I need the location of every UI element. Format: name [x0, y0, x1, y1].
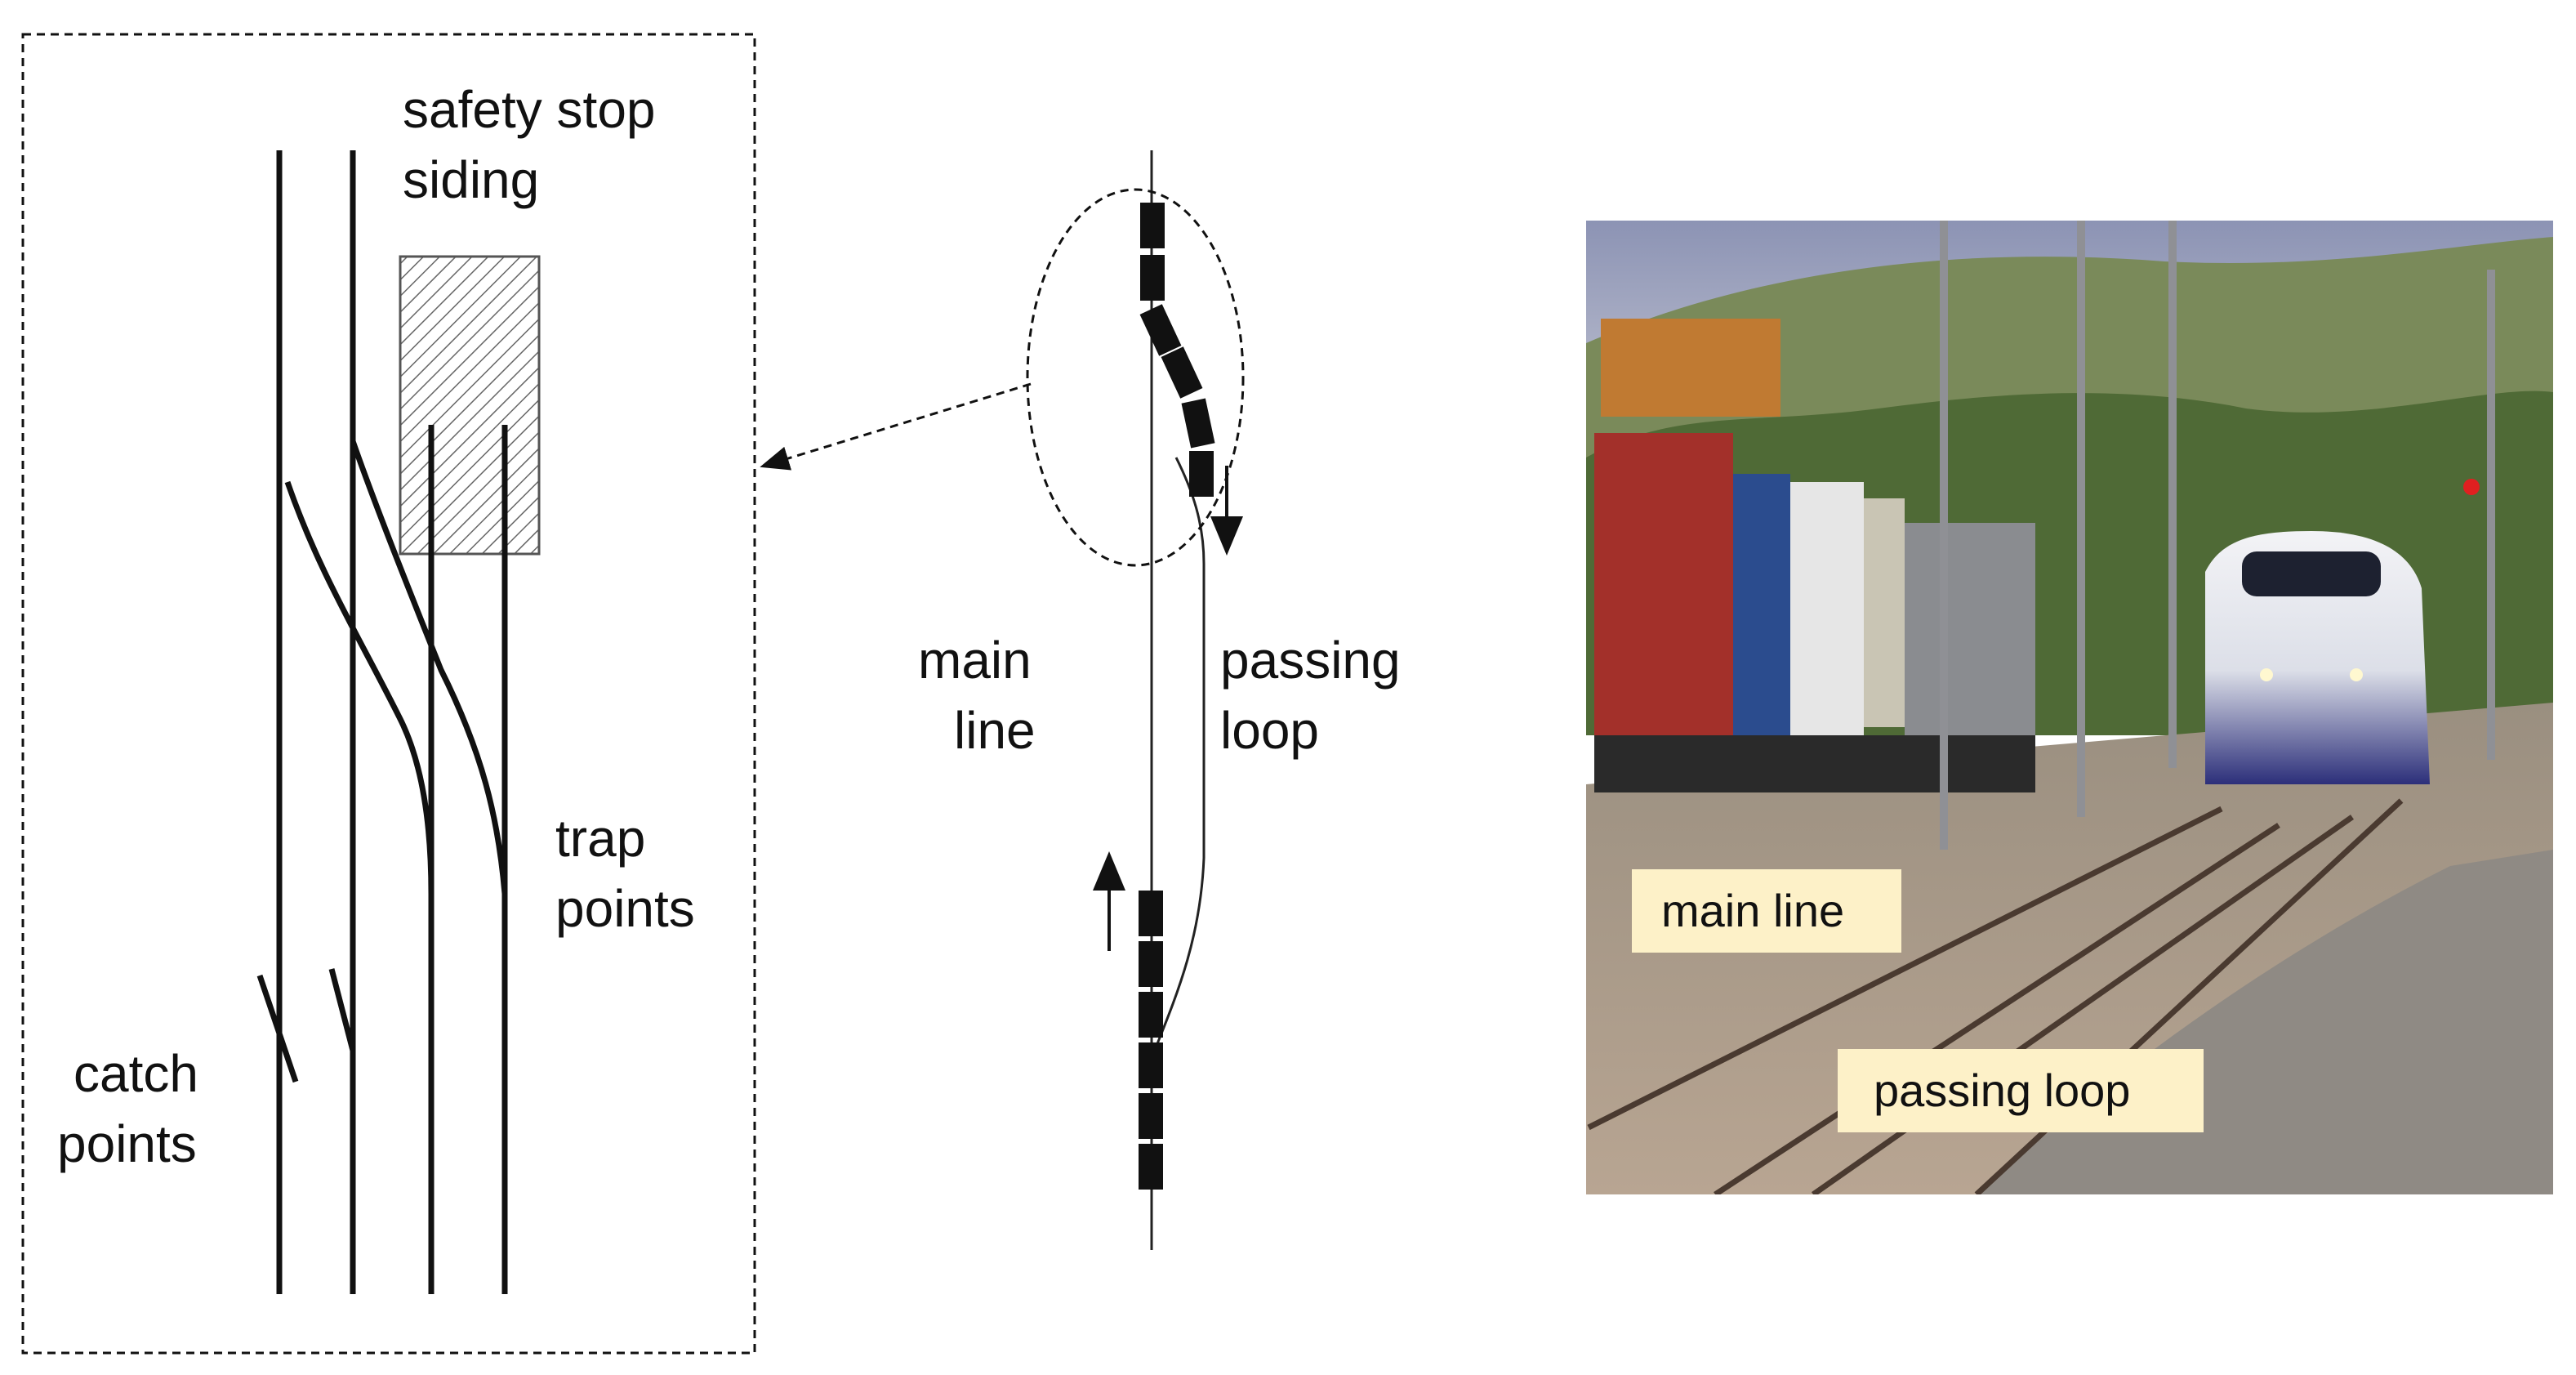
- train-upper-car-2: [1140, 255, 1165, 301]
- photo-label-passing-loop: passing loop: [1838, 1049, 2204, 1132]
- label-passing-loop-2: loop: [1220, 701, 1319, 760]
- container-red: [1594, 433, 1733, 760]
- locomotive-grey: [1905, 523, 2035, 752]
- train-headlight-right: [2350, 668, 2363, 681]
- train-lower-car-4: [1139, 1042, 1163, 1088]
- photo-rail-2: [1714, 823, 2280, 1194]
- label-main-line-2: line: [954, 701, 1036, 760]
- curve-rail-1: [284, 480, 435, 895]
- curve-rail-2: [350, 440, 508, 895]
- zoom-ellipse: [1026, 188, 1245, 567]
- train-lower-car-5: [1139, 1093, 1163, 1139]
- photo-label-main-line: main line: [1632, 869, 1901, 953]
- label-catch-line1: catch: [74, 1044, 198, 1103]
- photo-label-passing-loop-text: passing loop: [1874, 1065, 2130, 1116]
- catch-point-2: [328, 968, 356, 1051]
- train-windshield: [2242, 551, 2381, 596]
- photo-building: [1601, 319, 1780, 417]
- detail-frame: [21, 33, 756, 1355]
- photo-rail-1: [1587, 806, 2223, 1131]
- passenger-train: [2205, 479, 2480, 784]
- container-white: [1790, 482, 1864, 735]
- catch-point-1: [256, 974, 299, 1083]
- train-lower-car-6: [1139, 1144, 1163, 1190]
- train-upper-car-3: [1139, 304, 1182, 356]
- label-safety-stop-line2: siding: [403, 150, 539, 209]
- signal-red-light: [2463, 479, 2480, 495]
- label-trap-line1: trap: [555, 809, 645, 868]
- catenary-masts: [1940, 221, 2495, 850]
- train-upper-car-6: [1189, 451, 1214, 497]
- station-photo: [1586, 221, 2553, 1194]
- label-main-line-1: main: [918, 631, 1032, 690]
- train-lower-car-3: [1139, 992, 1163, 1038]
- label-safety-stop-line1: safety stop: [403, 80, 656, 139]
- safety-stop-block: [399, 255, 541, 556]
- train-upper-car-1: [1140, 203, 1165, 248]
- photo-label-passing-loop-bg: [1838, 1049, 2204, 1132]
- freight-train: [1594, 433, 2035, 792]
- train-headlight-left: [2260, 668, 2273, 681]
- loop-diagram: main line passing loop: [760, 150, 1401, 1250]
- photo-label-main-line-bg: [1632, 869, 1901, 953]
- label-catch-line2: points: [57, 1114, 197, 1173]
- train-upper: [1139, 203, 1215, 497]
- zoom-pointer-arrow: [760, 382, 1032, 471]
- label-trap-line2: points: [555, 879, 695, 938]
- detail-panel: safety stop siding trap points catch poi…: [21, 33, 756, 1355]
- train-lower: [1139, 891, 1163, 1190]
- freight-underframe: [1594, 735, 2035, 792]
- label-passing-loop-1: passing: [1220, 631, 1401, 690]
- train-upper-car-5: [1181, 398, 1215, 449]
- container-blue: [1733, 474, 1790, 735]
- train-lower-car-1: [1139, 891, 1163, 936]
- track-rails: [256, 150, 508, 1294]
- train-lower-car-2: [1139, 941, 1163, 987]
- container-grey: [1864, 498, 1905, 727]
- train-upper-car-4: [1161, 346, 1203, 399]
- photo-label-main-line-text: main line: [1661, 885, 1844, 936]
